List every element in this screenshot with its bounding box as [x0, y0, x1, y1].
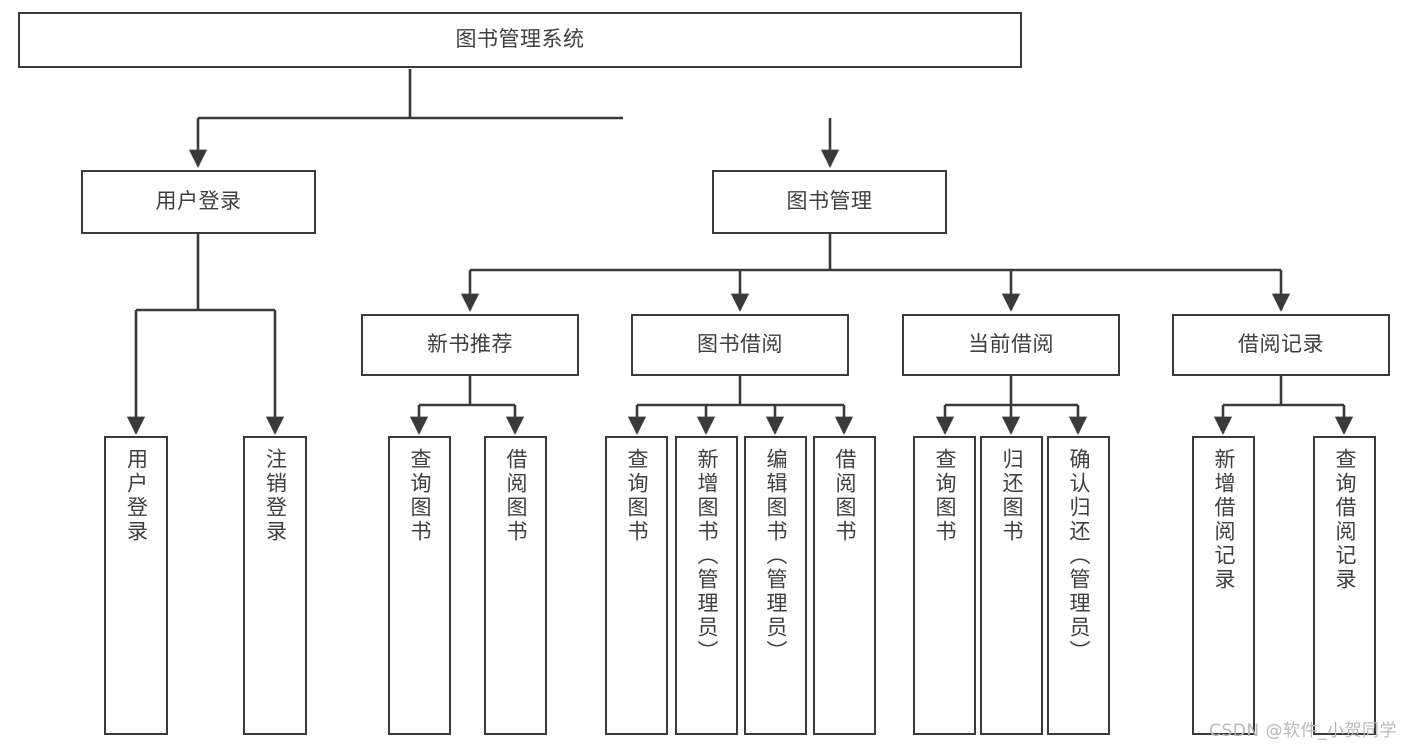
watermark-text: CSDN @软件_小贺同学 [1209, 721, 1397, 741]
node-user-login[interactable]: 用户登录 [81, 170, 316, 234]
node-leaf-user-login[interactable]: 用户登录 [104, 436, 168, 735]
node-label: 新书推荐 [427, 332, 513, 357]
node-borrow-record[interactable]: 借阅记录 [1172, 314, 1390, 376]
node-label: 新增图书（管理员） [695, 448, 719, 664]
node-book-management-system[interactable]: 图书管理系统 [18, 12, 1022, 68]
node-leaf-confirm-return[interactable]: 确认归还（管理员） [1047, 436, 1110, 735]
node-leaf-borrow-book-1[interactable]: 借阅图书 [484, 436, 547, 735]
node-book-borrow[interactable]: 图书借阅 [631, 314, 849, 376]
node-label: 归还图书 [1000, 448, 1024, 544]
node-leaf-add-record[interactable]: 新增借阅记录 [1192, 436, 1255, 735]
node-new-book-recommend[interactable]: 新书推荐 [361, 314, 579, 376]
node-label: 查询图书 [408, 448, 432, 544]
node-label: 查询图书 [933, 448, 957, 544]
node-label: 查询借阅记录 [1333, 448, 1357, 592]
node-leaf-query-record[interactable]: 查询借阅记录 [1313, 436, 1376, 735]
node-label: 确认归还（管理员） [1067, 448, 1091, 664]
node-label: 编辑图书（管理员） [764, 448, 788, 664]
node-leaf-edit-book[interactable]: 编辑图书（管理员） [744, 436, 807, 735]
node-current-borrow[interactable]: 当前借阅 [902, 314, 1120, 376]
node-label: 当前借阅 [968, 332, 1054, 357]
node-label: 用户登录 [155, 189, 242, 214]
node-label: 图书管理系统 [455, 27, 585, 52]
node-label: 借阅记录 [1238, 332, 1324, 357]
node-leaf-query-book-1[interactable]: 查询图书 [388, 436, 451, 735]
node-leaf-add-book[interactable]: 新增图书（管理员） [675, 436, 738, 735]
node-label: 用户登录 [124, 448, 149, 544]
node-leaf-query-book-3[interactable]: 查询图书 [913, 436, 976, 735]
node-label: 新增借阅记录 [1212, 448, 1236, 592]
node-leaf-borrow-book-2[interactable]: 借阅图书 [813, 436, 876, 735]
node-leaf-query-book-2[interactable]: 查询图书 [605, 436, 668, 735]
node-label: 注销登录 [263, 448, 288, 544]
node-label: 查询图书 [625, 448, 649, 544]
node-label: 借阅图书 [504, 448, 528, 544]
node-label: 图书借阅 [697, 332, 783, 357]
node-book-manage[interactable]: 图书管理 [712, 170, 947, 234]
node-label: 图书管理 [786, 189, 873, 214]
node-leaf-logout-login[interactable]: 注销登录 [243, 436, 307, 735]
node-leaf-return-book[interactable]: 归还图书 [980, 436, 1043, 735]
node-label: 借阅图书 [833, 448, 857, 544]
